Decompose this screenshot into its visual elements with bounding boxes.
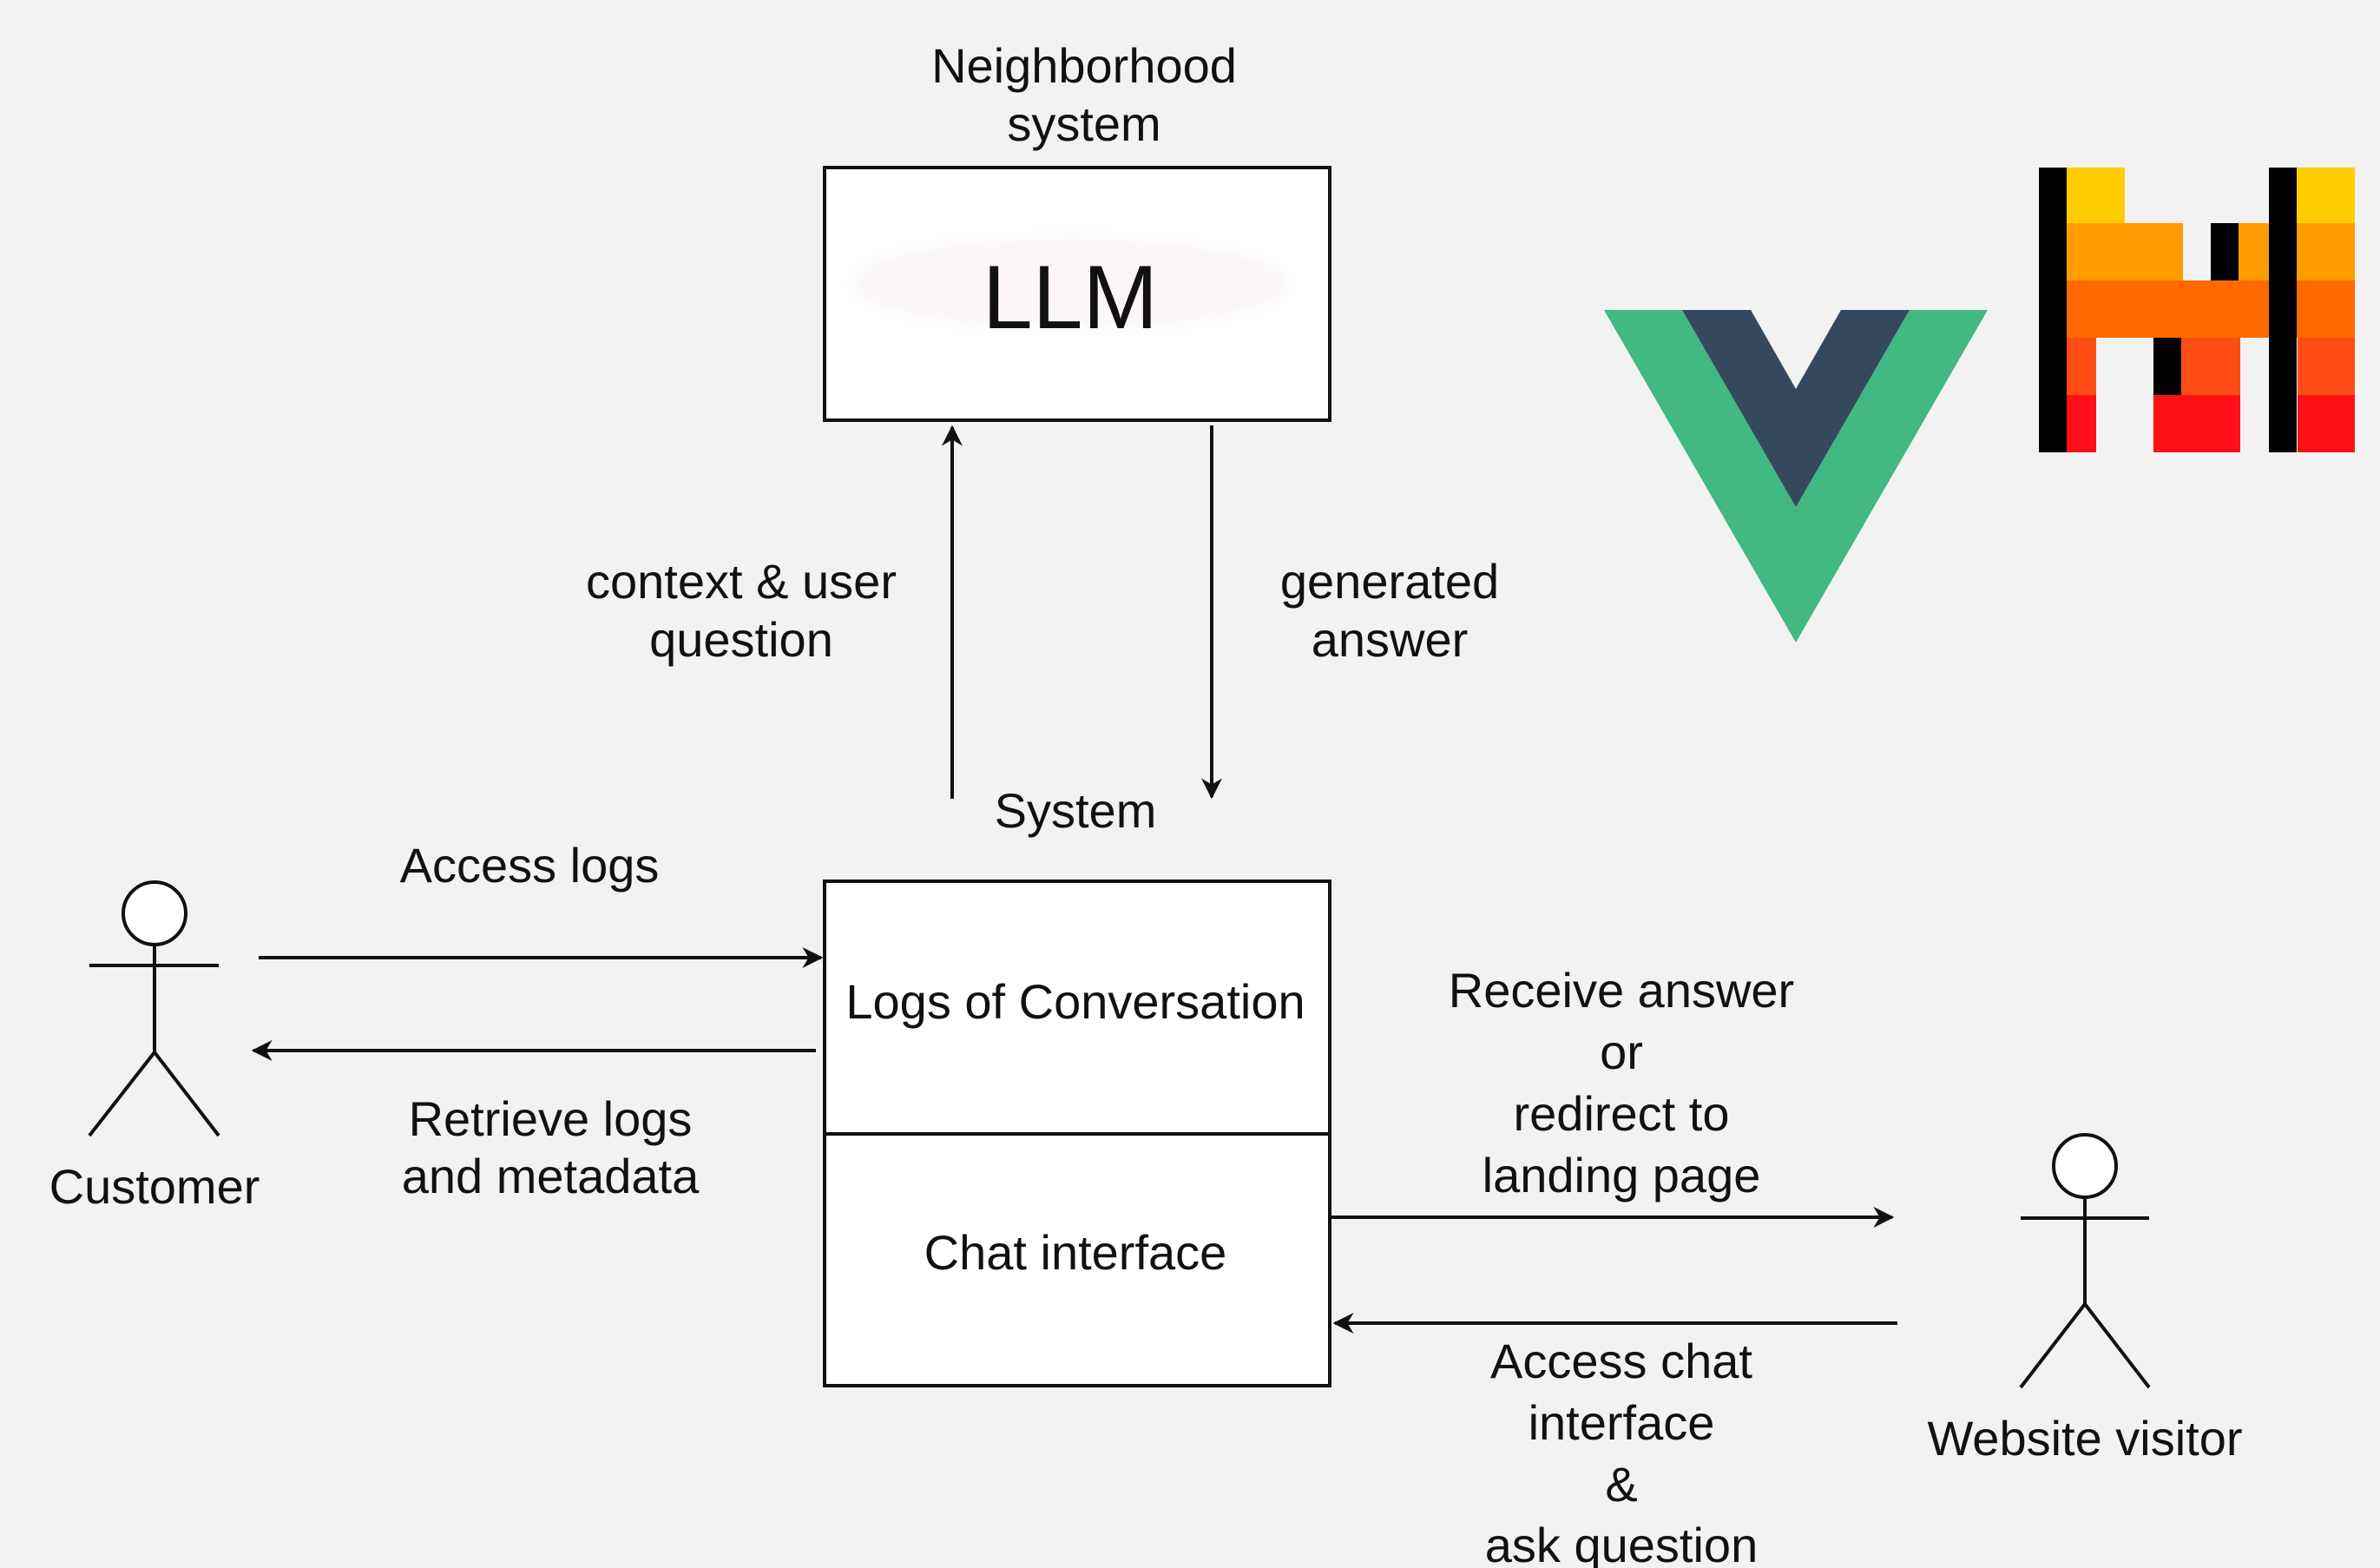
- receive-answer-line-2: or: [1600, 1024, 1643, 1079]
- visitor-actor: Website visitor: [1927, 1133, 2243, 1466]
- mistral-logo-cutout-upper-middle: [2183, 223, 2211, 280]
- chat-interface-section: Chat interface: [924, 1225, 1227, 1280]
- retrieve-logs-line-1: Retrieve logs: [409, 1091, 693, 1146]
- llm-cloud-shape: [853, 240, 1287, 326]
- llm-node: Neighborhood system LLM: [823, 38, 1331, 422]
- mistral-logo-shadow-center: [2211, 223, 2239, 280]
- llm-label: LLM: [983, 247, 1158, 348]
- access-chat-line-2: interface: [1529, 1395, 1715, 1450]
- mistral-logo-cutout-top: [2125, 168, 2269, 223]
- logs-of-conversation-section: Logs of Conversation: [845, 974, 1305, 1029]
- customer-left-leg: [88, 1051, 156, 1137]
- visitor-label: Website visitor: [1927, 1411, 2242, 1466]
- receive-answer-line-3: redirect to: [1514, 1086, 1730, 1141]
- access-chat-label: Access chat interface & ask question: [1485, 1334, 1758, 1568]
- mistral-logo-shadow-inner: [2153, 338, 2181, 395]
- generated-answer-line-1: generated: [1280, 554, 1499, 609]
- visitor-head: [2052, 1133, 2118, 1199]
- mistral-logo-shadow-right: [2269, 168, 2297, 452]
- receive-answer-line-1: Receive answer: [1449, 963, 1794, 1018]
- vue-logo-inner-shape: [1682, 310, 1910, 507]
- context-question-label: context & user question: [586, 554, 897, 667]
- visitor-left-leg: [2019, 1302, 2087, 1389]
- mistral-logo-cutout-lower-left: [2096, 338, 2153, 452]
- access-chat-line-4: ask question: [1485, 1518, 1758, 1568]
- retrieve-logs-line-2: and metadata: [402, 1149, 700, 1203]
- access-logs-label: Access logs: [400, 838, 660, 893]
- retrieve-logs-label: Retrieve logs and metadata: [402, 1091, 700, 1203]
- llm-node-caption-line-1: Neighborhood: [931, 38, 1237, 93]
- customer-label: Customer: [49, 1159, 260, 1214]
- generated-answer-line-2: answer: [1312, 612, 1469, 667]
- mistral-logo-row-5: [2039, 395, 2355, 452]
- llm-node-caption-line-2: system: [1007, 96, 1160, 151]
- context-question-line-2: question: [649, 612, 833, 667]
- receive-answer-line-4: landing page: [1483, 1148, 1761, 1202]
- mistral-logo-row-3: [2039, 280, 2355, 338]
- mistral-logo-row-4: [2039, 338, 2355, 395]
- system-node: System Logs of Conversation Chat interfa…: [823, 783, 1331, 1387]
- visitor-right-leg: [2083, 1302, 2151, 1389]
- system-caption: System: [995, 783, 1157, 838]
- customer-actor: Customer: [49, 880, 260, 1214]
- mistral-logo-shadow-left: [2039, 168, 2067, 452]
- vue-logo: [1604, 310, 1988, 642]
- access-chat-line-1: Access chat: [1490, 1334, 1752, 1388]
- access-chat-line-3: &: [1605, 1457, 1637, 1512]
- mistral-logo: [2039, 168, 2355, 452]
- customer-right-leg: [153, 1051, 220, 1137]
- vue-logo-outer-shape: [1604, 310, 1988, 642]
- customer-head: [122, 880, 187, 946]
- receive-answer-label: Receive answer or redirect to landing pa…: [1449, 963, 1794, 1202]
- context-question-line-1: context & user: [586, 554, 897, 609]
- generated-answer-label: generated answer: [1280, 554, 1499, 667]
